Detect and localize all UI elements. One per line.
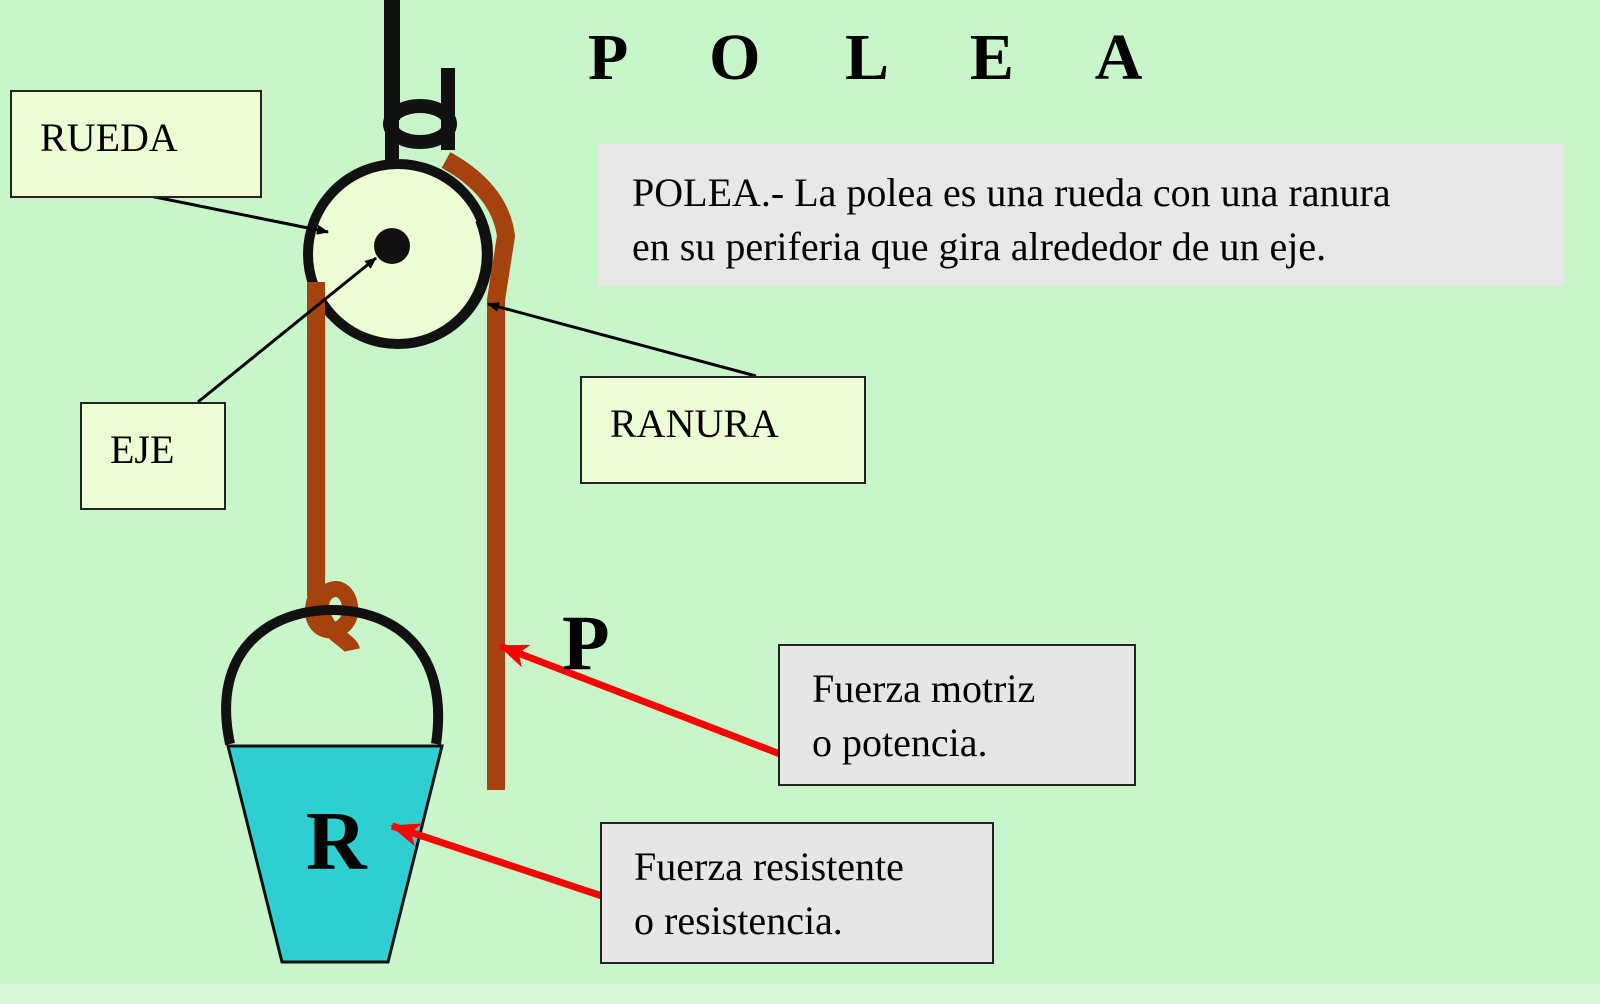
eje-label: EJE [80,402,226,510]
resistencia-arrow [390,822,604,900]
wheel-groove [428,218,492,343]
rueda-leader-line [149,194,329,235]
potencia-arrow [498,642,782,758]
ranura-label: RANURA [580,376,866,484]
fuerza-motriz-line-2: o potencia. [812,720,988,765]
bucket [221,604,444,964]
eje-leader-line [197,256,377,404]
definition-box: POLEA.- La polea es una rueda con una ra… [598,144,1564,286]
ranura-leader-line [487,302,757,378]
bucket-handle [221,604,444,746]
bucket-body [226,744,444,964]
fuerza-resistente-line-1: Fuerza resistente [634,844,904,889]
rueda-label: RUEDA [10,90,262,198]
definition-line-2: en su periferia que gira alrededor de un… [632,224,1327,269]
resistencia-symbol: R [306,795,367,888]
page-title: P O L E A [588,21,1177,94]
fuerza-resistente-line-2: o resistencia. [634,898,843,943]
potencia-symbol: P [562,599,610,686]
ranura-label-text: RANURA [610,401,779,446]
fuerza-motriz-box: Fuerza motriz o potencia. [778,644,1136,786]
definition-line-1: POLEA.- La polea es una rueda con una ra… [632,170,1391,215]
eje-label-text: EJE [110,427,175,472]
fuerza-motriz-line-1: Fuerza motriz [812,666,1036,711]
axle [374,228,410,264]
rueda-label-text: RUEDA [40,115,178,160]
fuerza-resistente-box: Fuerza resistente o resistencia. [600,822,994,964]
rope [305,152,516,790]
